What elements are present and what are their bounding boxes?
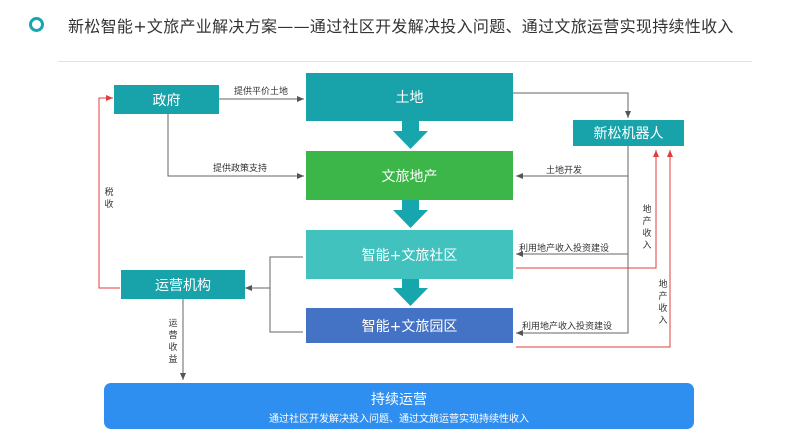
bottom-title: 持续运营 bbox=[371, 392, 427, 408]
label-re-income-2: 地 产 收 入 bbox=[658, 280, 668, 326]
edge-land-robot bbox=[513, 92, 631, 118]
edge-robot-park bbox=[516, 254, 629, 336]
label-ops-income: 运 营 收 益 bbox=[168, 319, 178, 365]
label-provide-land: 提供平价土地 bbox=[234, 87, 289, 97]
node-land: 土地 bbox=[306, 73, 513, 121]
node-robot: 新松机器人 bbox=[573, 120, 684, 146]
title-circle-icon bbox=[29, 17, 44, 32]
down-arrow-2 bbox=[393, 200, 428, 228]
label-policy-support: 提供政策支持 bbox=[213, 164, 268, 174]
node-community: 智能+文旅社区 bbox=[306, 230, 513, 279]
node-park: 智能+文旅园区 bbox=[306, 308, 513, 343]
bottom-subtitle: 通过社区开发解决投入问题、通过文旅运营实现持续性收入 bbox=[269, 414, 529, 425]
label-invest-1: 利用地产收入投资建设 bbox=[519, 244, 610, 254]
label-tax: 税 收 bbox=[104, 188, 114, 210]
node-realestate: 文旅地产 bbox=[306, 151, 513, 200]
label-invest-2: 利用地产收入投资建设 bbox=[522, 322, 613, 332]
edge-re-income-2 bbox=[516, 150, 673, 348]
edge-re-income-1 bbox=[516, 150, 659, 269]
down-arrow-3 bbox=[393, 279, 428, 306]
label-re-income-1: 地 产 收 入 bbox=[642, 205, 652, 251]
node-ops: 运营机构 bbox=[121, 270, 245, 299]
title-divider bbox=[58, 61, 752, 62]
edge-tax bbox=[98, 95, 120, 289]
page-title: 新松智能+文旅产业解决方案——通过社区开发解决投入问题、通过文旅运营实现持续性收… bbox=[68, 17, 734, 36]
down-arrow-1 bbox=[393, 121, 428, 149]
bottom-sustained-ops: 持续运营 通过社区开发解决投入问题、通过文旅运营实现持续性收入 bbox=[104, 383, 694, 429]
node-gov: 政府 bbox=[114, 85, 219, 114]
edge-bracket bbox=[269, 256, 303, 333]
label-land-dev: 土地开发 bbox=[546, 166, 583, 176]
edge-gov-realestate bbox=[167, 114, 304, 179]
